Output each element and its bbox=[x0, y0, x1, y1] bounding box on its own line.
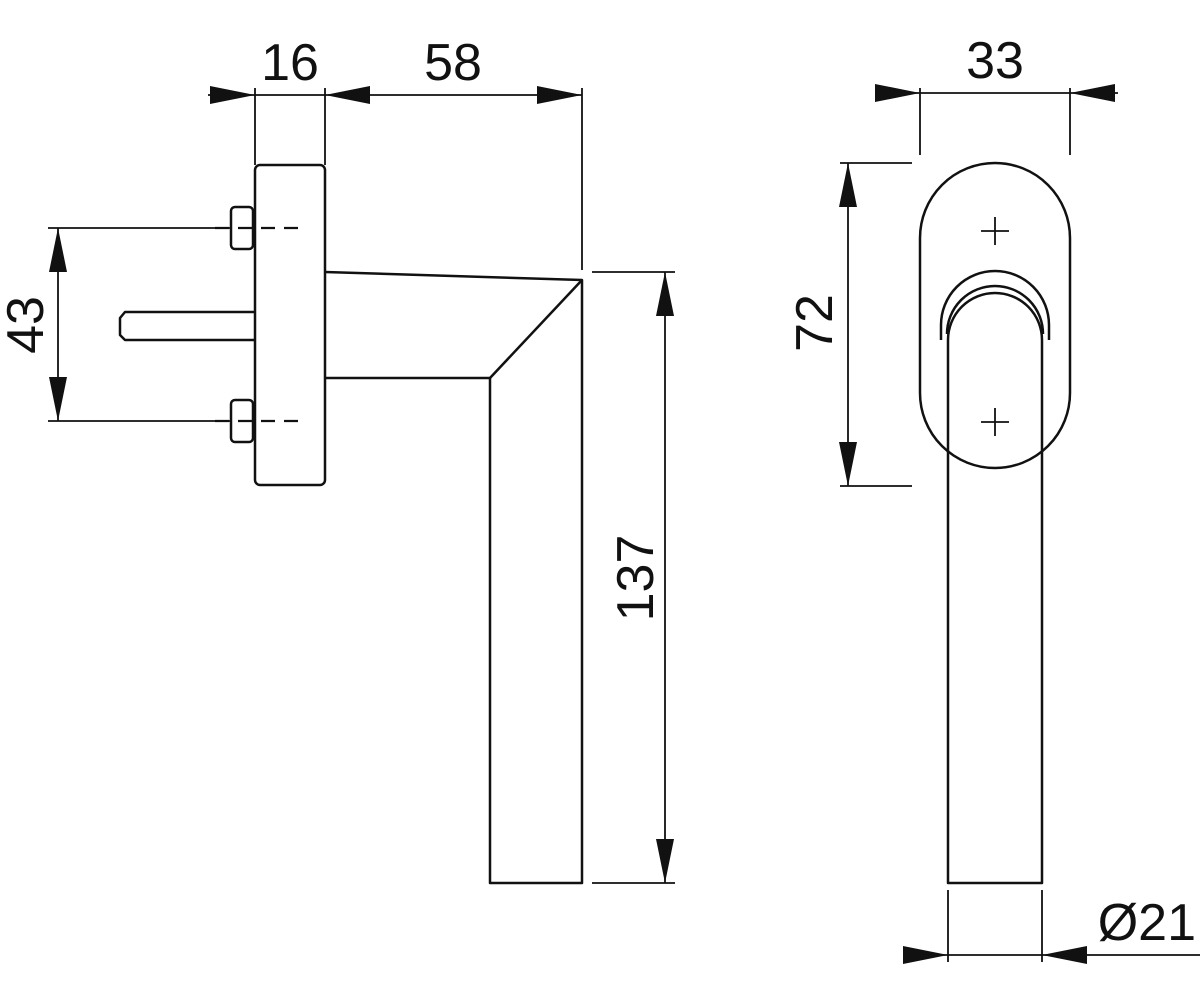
dim-label-diameter-21: Ø21 bbox=[1098, 894, 1196, 952]
grip-front bbox=[946, 291, 1044, 885]
dim-rose-screw-spacing: 72 bbox=[786, 162, 912, 487]
dim-screw-spacing: 43 bbox=[0, 227, 230, 422]
dim-rose-width: 33 bbox=[875, 32, 1118, 155]
dim-lever-length: 137 bbox=[592, 271, 675, 884]
lever-bend-edge bbox=[489, 279, 583, 379]
screw-head-lower bbox=[229, 398, 255, 444]
dim-rose-thickness: 16 bbox=[208, 34, 583, 270]
grip-collar-outer bbox=[939, 269, 1051, 340]
screw-head-upper bbox=[229, 205, 255, 251]
rose-plate-front bbox=[918, 161, 1072, 470]
dim-label-16: 16 bbox=[261, 34, 319, 92]
screw-mark-lower bbox=[981, 408, 1009, 436]
dim-label-43: 43 bbox=[0, 296, 55, 354]
dim-label-72: 72 bbox=[786, 294, 844, 352]
dim-label-33: 33 bbox=[966, 32, 1024, 90]
front-view: 33 72 Ø21 bbox=[786, 32, 1200, 964]
spindle bbox=[118, 310, 255, 342]
dim-label-58: 58 bbox=[424, 34, 482, 92]
lever-side bbox=[324, 270, 584, 885]
dim-grip-diameter: Ø21 bbox=[903, 890, 1200, 964]
rose-plate-side bbox=[253, 163, 327, 487]
dim-handle-projection: 58 bbox=[424, 34, 482, 92]
screw-mark-upper bbox=[981, 217, 1009, 245]
side-view: 16 58 43 137 bbox=[0, 34, 675, 885]
dim-label-137: 137 bbox=[607, 535, 665, 622]
grip-collar-inner bbox=[945, 284, 1045, 335]
